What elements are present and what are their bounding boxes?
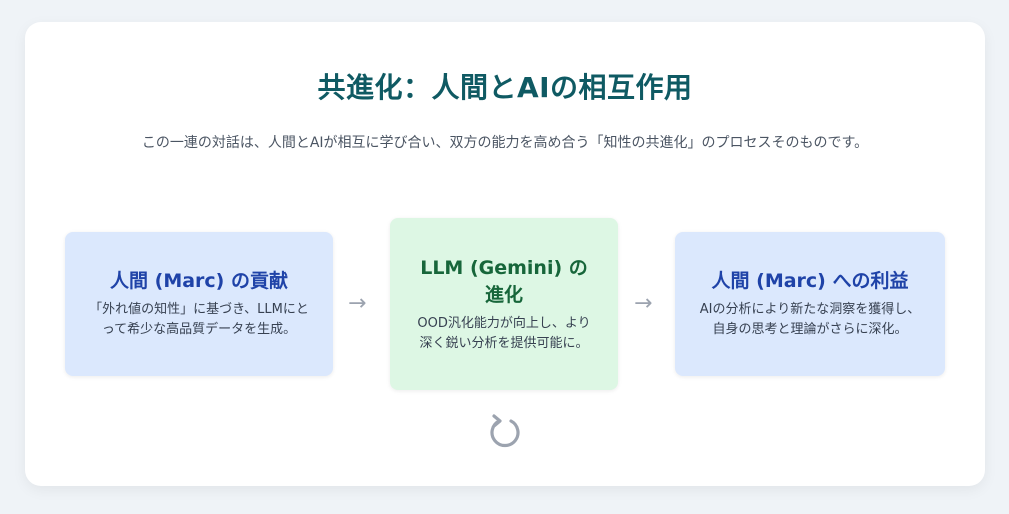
refresh-cycle-icon [490, 414, 520, 448]
human-benefit-node: 人間 (Marc) への利益 AIの分析により新たな洞察を獲得し、自身の思考と理… [675, 232, 945, 376]
llm-evolution-node: LLM (Gemini) の進化 OOD汎化能力が向上し、より深く鋭い分析を提供… [390, 218, 618, 390]
human-benefit-text: AIの分析により新たな洞察を獲得し、自身の思考と理論がさらに深化。 [699, 302, 921, 337]
human-contribution-text: 「外れ値の知性」に基づき、LLMにとって希少な高品質データを生成。 [89, 302, 309, 337]
human-benefit-title: 人間 (Marc) への利益 [711, 270, 909, 292]
human-contribution-title: 人間 (Marc) の貢献 [110, 270, 288, 292]
arrow-right-icon: → [634, 291, 653, 316]
diagram-card: 共進化：人間とAIの相互作用 この一連の対話は、人間とAIが相互に学び合い、双方… [25, 22, 985, 486]
llm-evolution-title: LLM (Gemini) の進化 [420, 256, 588, 306]
llm-evolution-text: OOD汎化能力が向上し、より深く鋭い分析を提供可能に。 [417, 315, 591, 351]
diagram-title: 共進化：人間とAIの相互作用 [317, 71, 693, 104]
arrow-right-icon: → [348, 291, 367, 316]
human-contribution-node: 人間 (Marc) の貢献 「外れ値の知性」に基づき、LLMにとって希少な高品質… [65, 232, 333, 376]
diagram-subtitle: この一連の対話は、人間とAIが相互に学び合い、双方の能力を高め合う「知性の共進化… [141, 135, 869, 151]
